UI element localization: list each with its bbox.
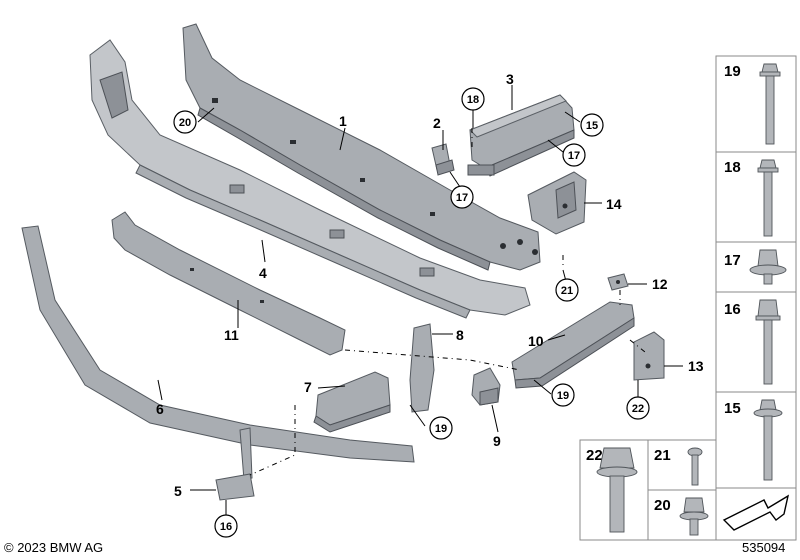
callout-22: 22: [626, 396, 650, 420]
label-6: 6: [156, 401, 164, 417]
part-2-bracket[interactable]: [431, 143, 455, 176]
bolt-16-icon: [755, 299, 781, 385]
panel-label-18: 18: [724, 159, 741, 176]
callout-19-right: 19: [551, 383, 575, 407]
label-12: 12: [652, 276, 668, 292]
part-7-absorber[interactable]: [313, 371, 391, 433]
label-4: 4: [259, 265, 267, 281]
panel-label-19: 19: [724, 63, 741, 80]
callout-16: 16: [214, 514, 238, 538]
callout-19-left: 19: [429, 416, 453, 440]
label-3: 3: [506, 71, 514, 87]
svg-text:22: 22: [632, 403, 644, 415]
bolt-21-icon: [687, 447, 703, 486]
svg-text:17: 17: [456, 192, 468, 204]
svg-text:21: 21: [561, 285, 573, 297]
callout-18: 18: [461, 87, 485, 111]
svg-text:19: 19: [435, 423, 447, 435]
callout-21: 21: [555, 278, 579, 302]
svg-text:19: 19: [557, 390, 569, 402]
part-13-bracket[interactable]: [633, 331, 665, 381]
part-9-bracket[interactable]: [471, 367, 501, 406]
part-3-housing[interactable]: [467, 94, 575, 177]
part-5-bracket[interactable]: [215, 427, 255, 501]
callout-17-lower: 17: [450, 185, 474, 209]
part-11-strip[interactable]: [111, 211, 346, 356]
part-12-clip[interactable]: [607, 273, 629, 291]
part-14-bracket[interactable]: [527, 171, 587, 235]
label-10: 10: [528, 333, 544, 349]
direction-arrow-icon: [722, 494, 790, 531]
label-5: 5: [174, 483, 182, 499]
assembly-lines: [249, 128, 646, 476]
svg-text:15: 15: [586, 120, 598, 132]
label-13: 13: [688, 358, 704, 374]
label-7: 7: [304, 379, 312, 395]
panel-label-16: 16: [724, 301, 741, 318]
callout-15: 15: [580, 113, 604, 137]
callout-20: 20: [173, 110, 197, 134]
part-6-lower-rail[interactable]: [21, 225, 415, 463]
part-8-vertical-bracket[interactable]: [409, 323, 435, 413]
bolt-17-icon: [749, 249, 787, 285]
svg-text:16: 16: [220, 521, 232, 533]
panel-cell-20: [647, 489, 717, 541]
label-9: 9: [493, 433, 501, 449]
svg-text:20: 20: [179, 117, 191, 129]
panel-label-20: 20: [654, 497, 671, 514]
part-4-absorber[interactable]: [89, 39, 531, 319]
bolt-19-icon: [759, 63, 781, 145]
bolt-18-icon: [757, 159, 779, 237]
svg-text:17: 17: [568, 150, 580, 162]
panel-label-15: 15: [724, 400, 741, 417]
panel-label-17: 17: [724, 252, 741, 269]
label-14: 14: [606, 196, 622, 212]
bolt-20-icon: [679, 497, 709, 536]
fastener-panel: 19 18 17 16 15 22 21 20: [579, 55, 797, 541]
callout-17-upper: 17: [562, 143, 586, 167]
bolt-22-icon: [596, 447, 638, 533]
part-10-crossmember[interactable]: [511, 301, 635, 389]
label-11: 11: [224, 327, 239, 343]
diagram-id: 535094: [742, 540, 785, 555]
circled-callouts: 20 18 15 17 17 21 19 19: [173, 87, 650, 538]
copyright-text: © 2023 BMW AG: [4, 540, 103, 555]
svg-text:18: 18: [467, 94, 479, 106]
part-1-bumper-carrier[interactable]: [182, 23, 541, 271]
part-number-labels: 1 2 3 4 5 6 7 8 9 10 11 12 13 14: [156, 71, 704, 499]
leader-lines: [157, 85, 683, 524]
panel-label-22: 22: [586, 447, 603, 464]
bolt-15-icon: [753, 399, 783, 481]
label-1: 1: [339, 113, 347, 129]
label-8: 8: [456, 327, 464, 343]
label-2: 2: [433, 115, 441, 131]
panel-label-21: 21: [654, 447, 671, 464]
